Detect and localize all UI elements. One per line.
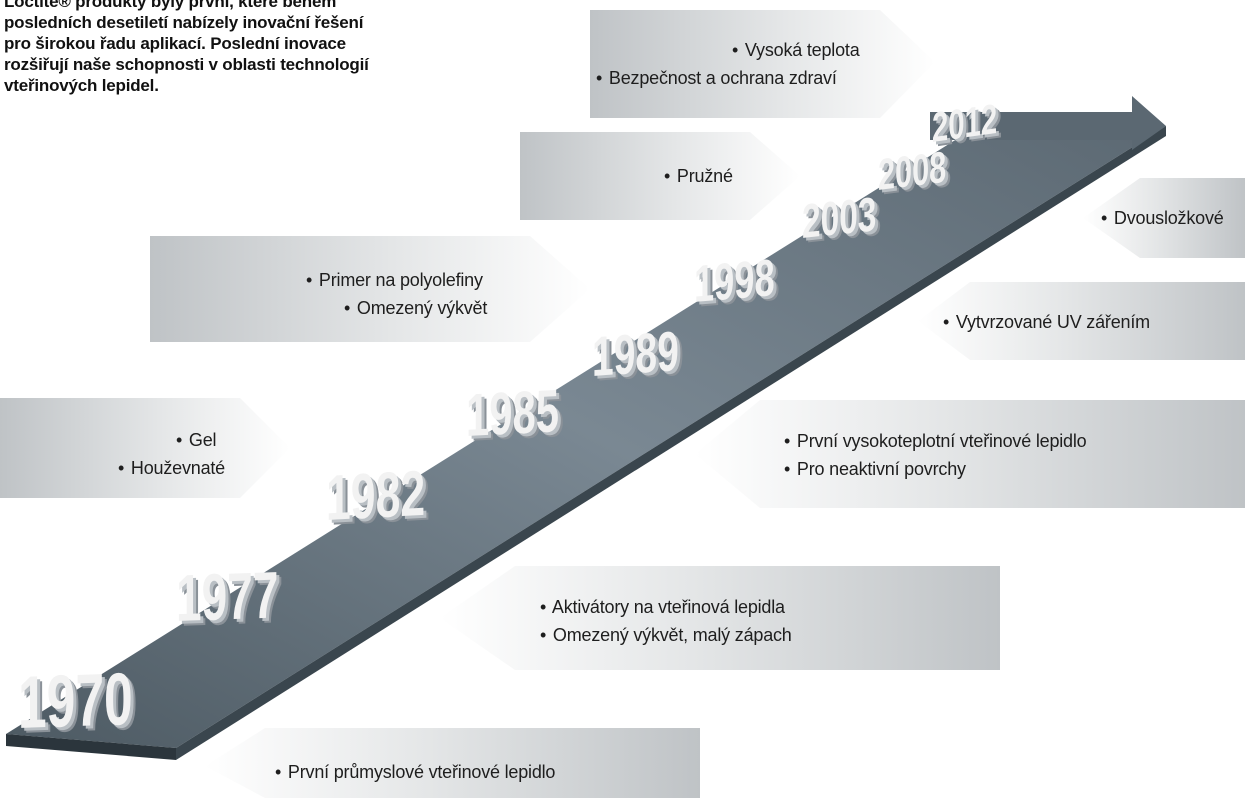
year-extrusion: 1970 [21,660,136,747]
note-item: • První vysokoteplotní vteřinové lepidlo [784,431,1087,451]
year-shadow: 1977 [181,562,283,640]
year-shadow: 2008 [883,147,951,204]
year-face: 1985 [466,377,559,449]
callout-arrow-2008 [1083,178,1245,258]
intro-line: Loctite® produkty byly první, které běhe… [4,0,337,11]
year-shadow: 1989 [597,324,684,393]
note-item: • Pro neaktivní povrchy [784,459,966,479]
note-1989: • Primer na polyolefiny • Omezený výkvět [306,266,487,322]
year-shadow: 2003 [807,192,881,254]
year-face: 1989 [592,319,679,388]
note-item: • První průmyslové vteřinové lepidlo [275,762,556,782]
note-1977: • Aktivátory na vteřinová lepidla • Omez… [540,593,792,649]
timeline-road [6,96,1166,760]
callout-arrow-1982 [0,398,290,498]
callout-arrow-1989 [150,236,590,342]
year-extrusion: 1989 [595,322,682,391]
year-face: 2003 [802,187,876,249]
note-2008: • Dvousložkové [1101,204,1224,232]
year-extrusion: 1985 [469,380,562,452]
intro-line: posledních desetiletí nabízely inovační … [4,13,364,32]
note-item: • Gel [176,430,217,450]
callout-arrow-1977 [440,566,1000,670]
year-shadow: 1982 [331,462,430,539]
year-extrusion: 1982 [329,460,428,537]
year-face: 1998 [694,249,775,314]
callout-arrow-2003 [520,132,800,220]
note-item: • Pružné [664,166,733,186]
year-face: 1977 [176,557,278,635]
note-2003: • Pružné [664,162,733,190]
year-face: 1982 [326,457,425,534]
callout-arrow-1998 [918,282,1245,360]
callout-arrow-1985 [695,400,1245,508]
note-2012: • Vysoká teplota • Bezpečnost a ochrana … [596,36,860,92]
note-item: • Aktivátory na vteřinová lepidla [540,597,785,617]
note-item: • Bezpečnost a ochrana zdraví [596,68,837,88]
year-extrusion: 2012 [935,98,1000,154]
year-extrusion: 1998 [697,252,778,317]
year-shadow: 1970 [23,662,138,749]
callout-arrow-1970 [205,728,700,798]
note-item: • Primer na polyolefiny [306,270,483,290]
intro-line: vteřinových lepidel. [4,76,159,95]
year-extrusion: 1977 [179,560,281,638]
note-1982: • Gel • Houževnaté [118,426,225,482]
note-1985: • První vysokoteplotní vteřinové lepidlo… [784,427,1087,483]
note-1998: • Vytvrzované UV zářením [943,308,1150,336]
intro-line: pro širokou řadu aplikací. Poslední inov… [4,34,346,53]
note-item: • Vytvrzované UV zářením [943,312,1150,332]
note-item: • Omezený výkvět, malý zápach [540,625,792,645]
year-face: 2008 [878,143,946,200]
year-extrusion: 2003 [805,190,879,252]
note-item: • Omezený výkvět [344,298,488,318]
intro-line: rozšiřují naše schopnosti v oblasti tech… [4,55,369,74]
year-shadow: 1998 [699,254,780,319]
year-shadow: 2012 [937,99,1002,155]
year-face: 2012 [932,95,997,151]
year-face: 1970 [18,657,133,744]
note-item: • Vysoká teplota [732,40,860,60]
callout-arrow-2012 [590,10,935,118]
note-item: • Dvousložkové [1101,208,1224,228]
year-shadow: 1985 [471,382,564,454]
year-extrusion: 2008 [881,145,949,202]
note-item: • Houževnaté [118,458,225,478]
note-1970: • První průmyslové vteřinové lepidlo [275,758,555,786]
intro-paragraph: Loctite® produkty byly první, které běhe… [4,0,474,96]
